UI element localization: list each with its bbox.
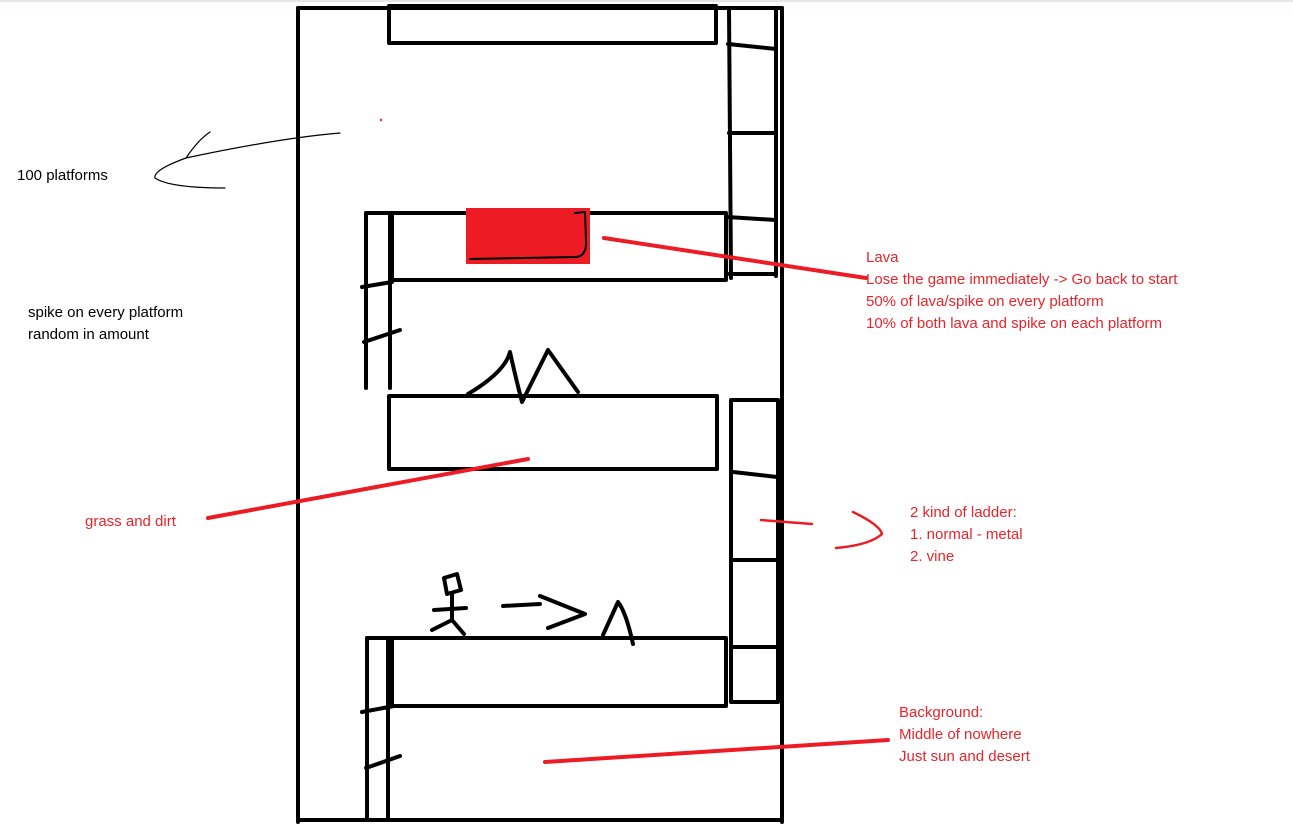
- ladder-right-upper: [725, 6, 778, 280]
- lava-block: [466, 208, 590, 264]
- spikes-middle: [466, 348, 580, 404]
- pointer-arrow-platforms: [154, 131, 341, 189]
- lava-pointer-line: [602, 236, 868, 280]
- background-pointer-line: [543, 738, 890, 764]
- grass-pointer-line: [206, 457, 530, 520]
- note-background: Background: Middle of nowhere Just sun a…: [899, 702, 1030, 768]
- red-dot: [379, 118, 383, 122]
- note-spikes-line1: spike on every platform: [28, 304, 184, 321]
- movement-arrow: [501, 594, 587, 630]
- note-ladder: 2 kind of ladder: 1. normal - metal 2. v…: [910, 502, 1023, 568]
- note-background-line2: Just sun and desert: [899, 748, 1030, 765]
- ladder-left-bottom: [360, 636, 402, 822]
- ladder-right-lower: [729, 398, 780, 704]
- note-ladder-line2: 2. vine: [910, 548, 955, 565]
- spike-bottom: [601, 600, 635, 646]
- note-lava-title: Lava: [866, 249, 899, 266]
- platform-bottom: [390, 636, 728, 708]
- note-lava-line1: Lose the game immediately -> Go back to …: [866, 271, 1178, 288]
- note-ladder-title: 2 kind of ladder:: [910, 504, 1017, 521]
- lava-outline: [469, 211, 588, 260]
- note-spikes-line2: random in amount: [28, 326, 149, 343]
- note-spikes: spike on every platform random in amount: [28, 302, 183, 346]
- ladder-pointer-arrow: [759, 510, 884, 550]
- note-background-title: Background:: [899, 704, 984, 721]
- note-lava-line2: 50% of lava/spike on every platform: [866, 293, 1104, 310]
- note-grass: grass and dirt: [85, 513, 176, 530]
- player-stick-figure: [430, 572, 468, 636]
- note-ladder-line1: 1. normal - metal: [910, 526, 1023, 543]
- note-lava: Lava Lose the game immediately -> Go bac…: [866, 247, 1177, 335]
- ladder-left-middle: [360, 211, 402, 390]
- note-lava-line3: 10% of both lava and spike on each platf…: [866, 315, 1163, 332]
- platform-top: [387, 4, 718, 45]
- platform-grass: [387, 394, 719, 471]
- note-background-line1: Middle of nowhere: [899, 726, 1022, 743]
- window-top-border: [0, 0, 1293, 2]
- note-platforms: 100 platforms: [17, 167, 108, 184]
